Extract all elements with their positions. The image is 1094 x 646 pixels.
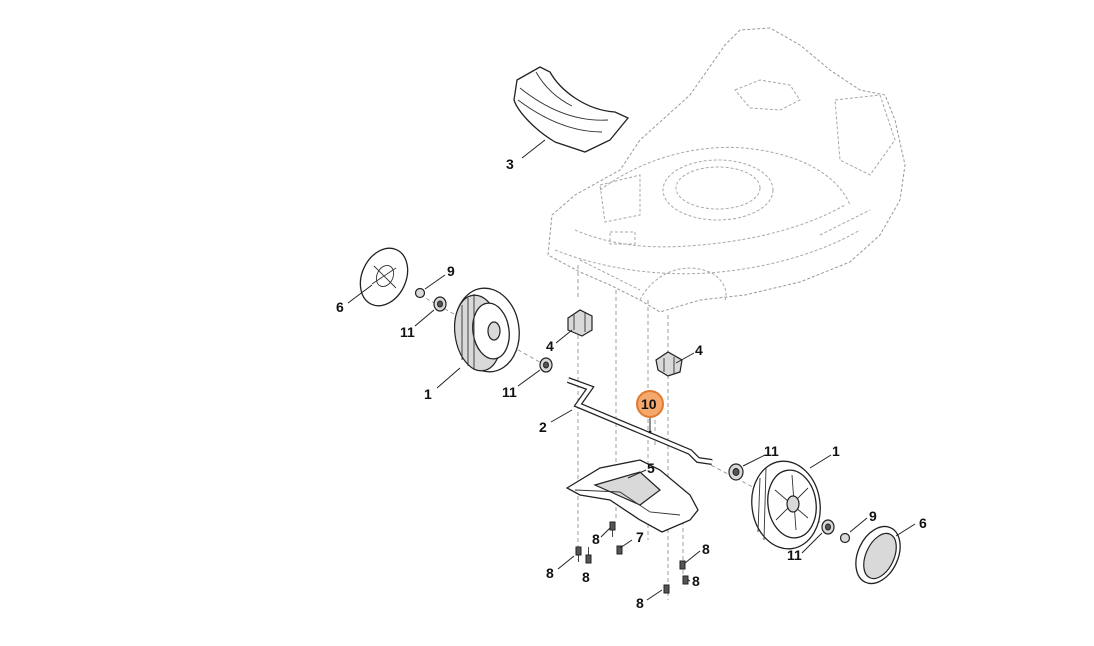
screw[interactable] xyxy=(616,545,623,555)
callout-3[interactable]: 3 xyxy=(506,156,514,172)
screw[interactable] xyxy=(585,547,592,564)
callout-5[interactable]: 5 xyxy=(647,460,655,476)
callout-4-right[interactable]: 4 xyxy=(695,342,703,358)
callout-1-left[interactable]: 1 xyxy=(424,386,432,402)
callout-9-right[interactable]: 9 xyxy=(869,508,877,524)
callout-8-d[interactable]: 8 xyxy=(702,541,710,557)
callout-8-b[interactable]: 8 xyxy=(546,565,554,581)
callout-6-left[interactable]: 6 xyxy=(336,299,344,315)
cover-plate-part[interactable] xyxy=(565,459,699,533)
wheel-left-part[interactable] xyxy=(449,284,524,376)
bushing-left-outer-part[interactable] xyxy=(433,296,447,312)
leader-lines xyxy=(347,274,916,601)
screw[interactable] xyxy=(609,521,616,537)
mower-deck-outline xyxy=(547,27,906,313)
callout-9-left[interactable]: 9 xyxy=(447,263,455,279)
bushing-right-inner-part[interactable] xyxy=(728,463,744,481)
screw[interactable] xyxy=(663,584,670,594)
callout-highlight-circle xyxy=(636,390,664,418)
callout-1-right[interactable]: 1 xyxy=(832,443,840,459)
nut-left-part[interactable] xyxy=(414,287,426,299)
callout-11-left-inner[interactable]: 11 xyxy=(502,384,517,400)
highlighted-callout-10[interactable] xyxy=(636,390,664,434)
screw[interactable] xyxy=(575,546,582,562)
bushing-right-outer-part[interactable] xyxy=(821,519,835,535)
nut-right-part[interactable] xyxy=(839,532,851,544)
callout-11-right-outer[interactable]: 11 xyxy=(787,547,802,563)
axle-part[interactable] xyxy=(566,377,713,465)
callout-8-f[interactable]: 8 xyxy=(636,595,644,611)
callout-8-e[interactable]: 8 xyxy=(692,573,700,589)
callout-pin-dot xyxy=(648,430,652,434)
bushing-left-inner-part[interactable] xyxy=(539,357,553,373)
bracket-left-part[interactable] xyxy=(567,309,593,337)
callout-4-left[interactable]: 4 xyxy=(546,338,554,354)
callout-8-c[interactable]: 8 xyxy=(582,569,590,585)
callout-8-a[interactable]: 8 xyxy=(592,531,600,547)
screw[interactable] xyxy=(679,560,686,570)
callout-labels: 3 6 9 11 1 4 11 4 2 10 11 1 5 7 8 8 8 8 … xyxy=(336,156,927,611)
bracket-right-part[interactable] xyxy=(655,351,683,377)
leader-line xyxy=(521,139,546,159)
front-cover-part[interactable] xyxy=(513,66,630,153)
hubcap-left-part[interactable] xyxy=(351,241,416,314)
callout-6-right[interactable]: 6 xyxy=(919,515,927,531)
wheel-right-part[interactable] xyxy=(746,457,826,554)
screw[interactable] xyxy=(682,575,689,585)
callout-7[interactable]: 7 xyxy=(636,529,644,545)
callout-11-right-inner[interactable]: 11 xyxy=(764,443,779,459)
callout-11-left-outer[interactable]: 11 xyxy=(400,324,415,340)
callout-10[interactable]: 10 xyxy=(641,396,657,412)
callout-2[interactable]: 2 xyxy=(539,419,547,435)
hubcap-right-part[interactable] xyxy=(847,519,909,590)
